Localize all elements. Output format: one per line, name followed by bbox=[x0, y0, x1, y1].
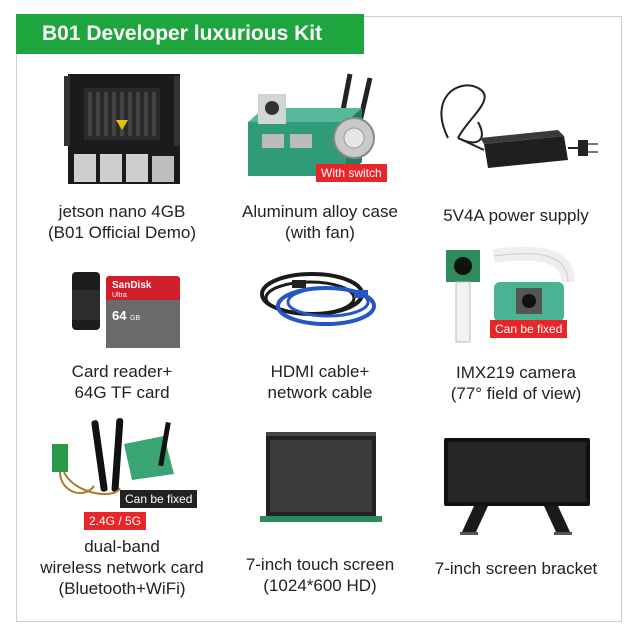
item-caption: (with fan) bbox=[285, 223, 355, 242]
item-caption: wireless network card bbox=[40, 558, 204, 577]
item-caption: jetson nano 4GB bbox=[58, 202, 186, 221]
item-imx219-camera: Can be fixed IMX219 camera (77° field of… bbox=[418, 242, 614, 428]
power-adapter-icon bbox=[440, 84, 598, 168]
item-power-supply: 5V4A power supply bbox=[418, 68, 614, 254]
item-caption: HDMI cable+ bbox=[270, 362, 370, 381]
item-caption: (77° field of view) bbox=[450, 384, 582, 403]
item-caption: dual-band bbox=[84, 537, 160, 556]
item-card-reader: SanDisk Ultra 64 GB Card reader+ 64G TF … bbox=[24, 262, 220, 448]
touch-screen-icon bbox=[260, 432, 382, 522]
item-caption: (Bluetooth+WiFi) bbox=[58, 579, 186, 598]
item-jetson-nano: jetson nano 4GB (B01 Official Demo) bbox=[24, 68, 220, 254]
card-unit: GB bbox=[130, 315, 140, 322]
cables-icon bbox=[260, 272, 376, 326]
item-caption: Card reader+ bbox=[71, 362, 173, 381]
screen-bracket-icon bbox=[444, 438, 590, 535]
wifi-card-icon bbox=[52, 418, 174, 496]
fixed-tag: Can be fixed bbox=[120, 490, 198, 508]
item-caption: 5V4A power supply bbox=[443, 206, 589, 225]
item-caption: (B01 Official Demo) bbox=[47, 223, 196, 242]
switch-tag: With switch bbox=[316, 164, 387, 182]
item-cables: HDMI cable+ network cable bbox=[222, 262, 418, 448]
item-caption: 64G TF card bbox=[74, 383, 170, 402]
item-wifi-card: Can be fixed 2.4G / 5G dual-band wireles… bbox=[24, 414, 220, 600]
camera-module-icon bbox=[446, 246, 575, 343]
item-caption: (1024*600 HD) bbox=[263, 576, 377, 595]
fixed-tag: Can be fixed bbox=[490, 320, 568, 338]
tf-card-icon: SanDisk Ultra 64 GB bbox=[72, 272, 180, 348]
card-line: Ultra bbox=[112, 292, 127, 299]
dev-board-icon bbox=[64, 74, 180, 184]
item-caption: 7-inch screen bracket bbox=[434, 559, 598, 578]
band-tag: 2.4G / 5G bbox=[84, 512, 147, 530]
item-caption: network cable bbox=[267, 383, 373, 402]
item-caption: 7-inch touch screen bbox=[245, 555, 395, 574]
item-caption: Aluminum alloy case bbox=[242, 202, 398, 221]
item-aluminum-case: With switch Aluminum alloy case (with fa… bbox=[222, 68, 418, 254]
card-size: 64 bbox=[112, 308, 127, 323]
kit-title: B01 Developer luxurious Kit bbox=[16, 14, 364, 54]
item-caption: IMX219 camera bbox=[456, 363, 576, 382]
item-touch-screen: 7-inch touch screen (1024*600 HD) bbox=[222, 424, 418, 610]
card-brand: SanDisk bbox=[112, 280, 152, 291]
item-screen-bracket: 7-inch screen bracket bbox=[418, 424, 614, 610]
